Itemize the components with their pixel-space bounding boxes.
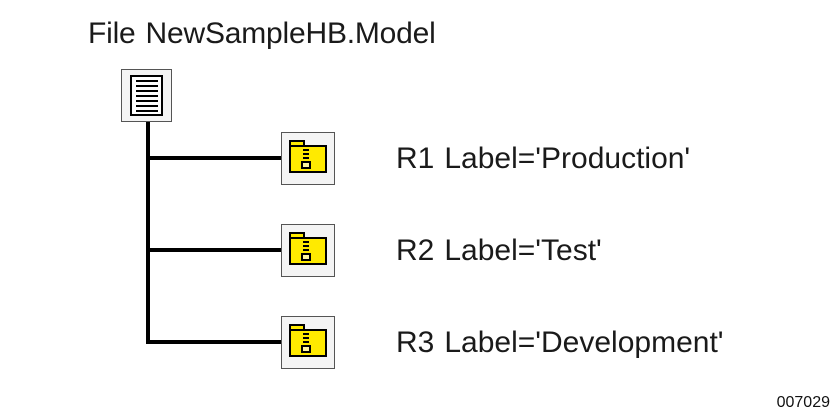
connector-line-r3: [146, 340, 281, 344]
zipped-folder-icon: [281, 316, 335, 369]
revision-label-r2: R2 Label='Test': [396, 233, 602, 269]
revision-label-r3: R3 Label='Development': [396, 325, 724, 361]
zipped-folder-icon: [281, 224, 335, 277]
revision-label-r1: R1 Label='Production': [396, 141, 690, 177]
document-icon: [121, 69, 172, 122]
revision-id: R1: [396, 142, 435, 175]
revision-id: R3: [396, 326, 435, 359]
revision-label-text: Label='Production': [444, 142, 691, 175]
file-name: NewSampleHB.Model: [145, 17, 436, 50]
connector-line-r2: [146, 248, 281, 252]
connector-line-r1: [146, 156, 281, 160]
revision-label-text: Label='Test': [444, 234, 602, 267]
zipped-folder-icon: [281, 132, 335, 185]
tree-trunk-line: [146, 122, 150, 344]
figure-id: 007029: [776, 394, 830, 411]
file-prefix: File: [88, 17, 136, 50]
file-title: File NewSampleHB.Model: [88, 16, 436, 52]
revision-id: R2: [396, 234, 435, 267]
revision-label-text: Label='Development': [444, 326, 724, 359]
